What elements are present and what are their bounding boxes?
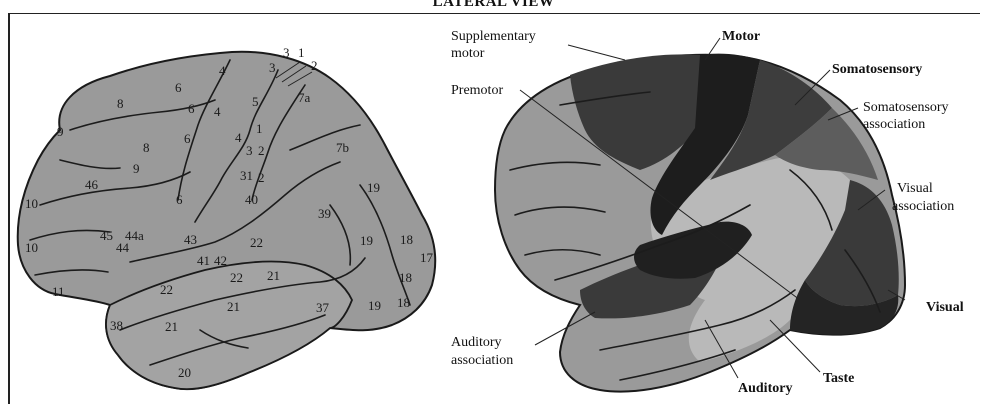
- area-number: 11: [52, 284, 65, 299]
- area-number: 3: [269, 60, 276, 75]
- left-brain: 3 1 2 4 6 8 5 7a 9 8 6 4 1 2 3 7b 9 46 3…: [18, 45, 435, 389]
- area-number: 10: [25, 196, 38, 211]
- area-number: 6: [176, 192, 183, 207]
- area-number: 21: [267, 268, 280, 283]
- area-number: 40: [245, 192, 258, 207]
- label-supplementary-motor-line1: Supplementary: [451, 29, 536, 44]
- area-number: 38: [110, 318, 123, 333]
- area-number: 18: [397, 295, 410, 310]
- label-somatosensory-association-line1: Somatosensory: [863, 100, 949, 115]
- area-number: 41: [197, 253, 210, 268]
- area-number: 45: [100, 228, 113, 243]
- label-auditory-association-line2: association: [451, 353, 513, 368]
- label-visual: Visual: [926, 300, 964, 315]
- area-number: 3: [283, 45, 290, 60]
- label-taste: Taste: [823, 371, 854, 386]
- area-number: 17: [420, 250, 434, 265]
- label-visual-association-line1: Visual: [897, 181, 933, 196]
- area-number: 46: [85, 177, 99, 192]
- area-number: 20: [178, 365, 191, 380]
- area-number: 19: [368, 298, 381, 313]
- area-number: 6: [175, 80, 182, 95]
- area-number: 9: [133, 161, 140, 176]
- label-premotor: Premotor: [451, 83, 503, 98]
- area-number: 22: [230, 270, 243, 285]
- area-number: 9: [57, 124, 64, 139]
- area-number: 22: [160, 282, 173, 297]
- area-number: 43: [184, 232, 197, 247]
- area-number: 22: [250, 235, 263, 250]
- label-somatosensory: Somatosensory: [832, 62, 922, 77]
- area-number: 19: [367, 180, 380, 195]
- area-number: 2: [311, 58, 318, 73]
- area-number: 1: [256, 121, 263, 136]
- area-number: 7a: [298, 90, 311, 105]
- area-number: 4: [219, 63, 226, 78]
- right-brain: Supplementary motor Motor Somatosensory …: [451, 29, 964, 396]
- area-number: 42: [214, 253, 227, 268]
- label-supplementary-motor-line2: motor: [451, 46, 485, 61]
- area-number: 6: [188, 101, 195, 116]
- label-visual-association-line2: association: [892, 199, 954, 214]
- area-number: 39: [318, 206, 331, 221]
- area-number: 44: [116, 240, 130, 255]
- area-number: 7b: [336, 140, 349, 155]
- area-number: 21: [227, 299, 240, 314]
- area-number: 1: [298, 45, 305, 60]
- label-auditory: Auditory: [738, 381, 792, 396]
- area-number: 6: [184, 131, 191, 146]
- label-motor: Motor: [722, 29, 760, 44]
- area-number: 2: [258, 143, 265, 158]
- area-number: 10: [25, 240, 38, 255]
- area-number: 5: [252, 94, 259, 109]
- area-number: 3: [246, 143, 253, 158]
- label-somatosensory-association-line2: association: [863, 117, 925, 132]
- area-number: 18: [400, 232, 413, 247]
- area-number: 37: [316, 300, 330, 315]
- area-number: 31: [240, 168, 253, 183]
- area-number: 18: [399, 270, 412, 285]
- leader-supplementary-motor: [568, 45, 625, 60]
- area-number: 8: [143, 140, 150, 155]
- label-auditory-association-line1: Auditory: [451, 335, 502, 350]
- area-number: 21: [165, 319, 178, 334]
- area-number: 19: [360, 233, 373, 248]
- area-number: 8: [117, 96, 124, 111]
- area-number: 4: [214, 104, 221, 119]
- area-number: 4: [235, 130, 242, 145]
- area-number: 2: [258, 170, 265, 185]
